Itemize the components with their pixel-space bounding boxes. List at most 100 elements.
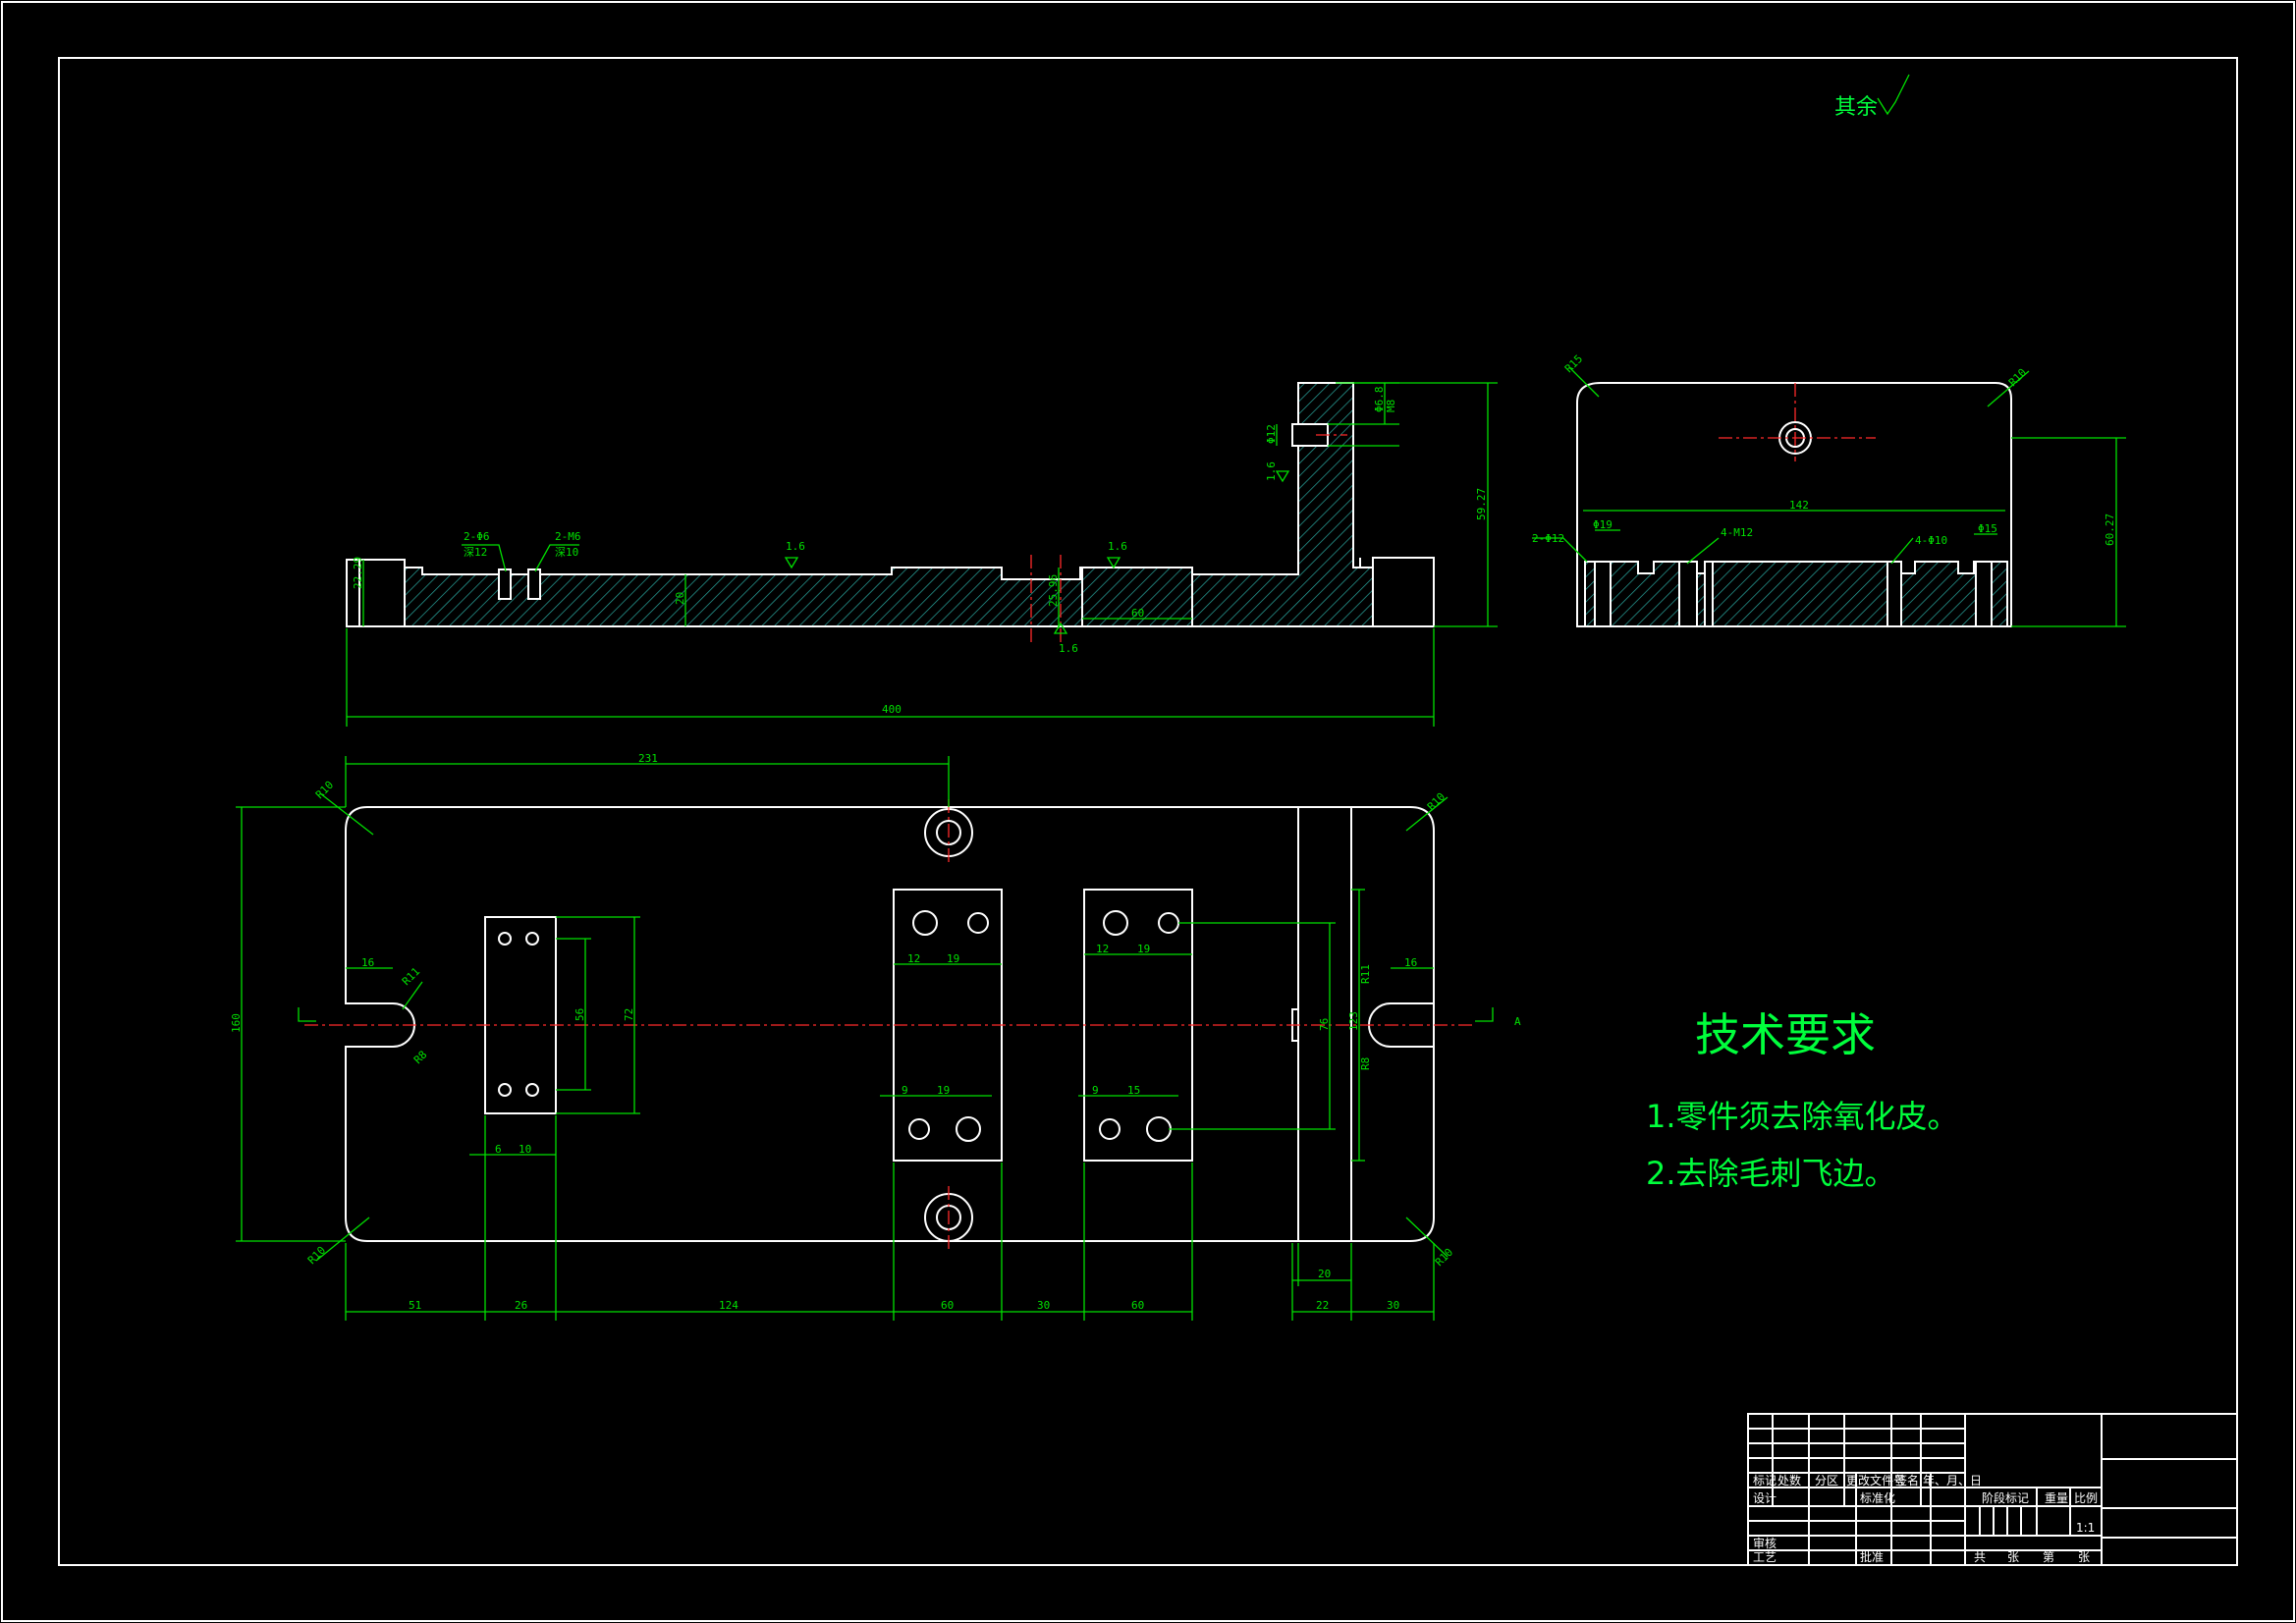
top-plate-outline [345, 806, 1435, 1242]
side-r-left: R15 [1562, 352, 1585, 375]
slot-r: R11 [400, 965, 422, 988]
side-view: 142 60.27 R15 R10 2-Φ12 Φ19 4-M12 4-Φ10 … [1532, 352, 2126, 627]
side-hole-c [1704, 561, 1714, 627]
r-tl: R10 [313, 779, 336, 801]
roughness-mark-a [784, 557, 799, 569]
pad-hole-x: 6 [495, 1143, 502, 1156]
side-hole-a [1594, 561, 1612, 627]
title-block: 标记 处数 分区 更改文件号 签名 年、月、日 设计 标准化 审核 工艺 批准 … [1747, 1413, 2238, 1566]
roughness-a: 1.6 [786, 540, 805, 553]
dim-groove: 25.96 [1047, 574, 1060, 607]
roughness-mark-d [1275, 470, 1290, 483]
bottom-7: 20 [1318, 1268, 1331, 1280]
roughness-mark-b [1106, 557, 1121, 569]
slot-right-r2: R8 [1359, 1057, 1372, 1070]
tb-label-zone: 分区 [1815, 1474, 1838, 1488]
bottom-1: 51 [409, 1299, 421, 1312]
side-width: 142 [1789, 499, 1809, 512]
pad-h2: 72 [623, 1008, 635, 1021]
requirements: 技术要求 1.零件须去除氧化皮。 2.去除毛刺飞边。 [1646, 1008, 1959, 1192]
blk-a-x2: 9 [902, 1084, 908, 1097]
tb-label-weight: 重量 [2045, 1491, 2068, 1505]
tb-sheet-unit: 张 [2007, 1550, 2019, 1564]
r-br: R10 [1433, 1246, 1455, 1269]
tb-label-date: 年、月、日 [1923, 1474, 1982, 1488]
side-hole-d [1886, 561, 1902, 627]
leader-slot-r [402, 981, 423, 1010]
tb-label-count: 处数 [1777, 1473, 1801, 1488]
section-marker-left [298, 1007, 316, 1022]
tb-label-process: 工艺 [1753, 1550, 1777, 1564]
hole-a-label: 2-Φ6 [464, 530, 490, 543]
side-right-holes: 4-Φ10 [1915, 534, 1947, 547]
r-tr: R10 [1425, 790, 1448, 813]
side-hole-b [1678, 561, 1698, 627]
slot-left: 16 [361, 956, 374, 969]
blk-a-dx2: 19 [937, 1084, 950, 1097]
side-mid-holes: 4-M12 [1721, 526, 1753, 539]
dim-width: 160 [230, 1013, 243, 1033]
bottom-4: 60 [941, 1299, 954, 1312]
tb-sheet-unit2: 张 [2078, 1550, 2090, 1564]
front-hole-b [527, 568, 541, 600]
bottom-5: 30 [1037, 1299, 1050, 1312]
pad-h: 56 [574, 1008, 586, 1021]
dim-height: 59.27 [1475, 488, 1488, 520]
pad-hole-1 [498, 932, 512, 946]
drawing-frame [58, 57, 2238, 1566]
side-r-right: R10 [2006, 366, 2029, 389]
dim-to-hole: 231 [638, 752, 658, 765]
leader-hole-b [534, 544, 579, 572]
tb-label-approve: 批准 [1860, 1549, 1884, 1564]
block-b-hole-2 [1158, 912, 1179, 934]
leader-r-left [1568, 366, 1600, 398]
side-left-holes: 2-Φ12 [1532, 532, 1564, 545]
block-b-hole-3 [1099, 1118, 1121, 1140]
bottom-3: 124 [719, 1299, 738, 1312]
bottom-8: 22 [1316, 1299, 1329, 1312]
requirement-1: 1.零件须去除氧化皮。 [1646, 1098, 1959, 1135]
blk-b-x: 12 [1096, 943, 1109, 955]
leader-hole-a [462, 544, 507, 572]
slot-right: 16 [1404, 956, 1417, 969]
block-a-hole-3 [908, 1118, 930, 1140]
dim-left-step: 22.29 [352, 557, 364, 589]
r-bl: R10 [305, 1244, 328, 1267]
upright-c: M8 [1385, 400, 1397, 412]
leader-r-right [1987, 370, 2030, 407]
block-a-hole-4 [956, 1116, 981, 1142]
side-section [1584, 561, 2008, 627]
leader-right-holes [1890, 537, 1914, 565]
blk-a-x: 12 [907, 952, 920, 965]
slot-r2: R8 [411, 1049, 430, 1067]
roughness-symbol [1877, 74, 1910, 116]
front-groove-block [1081, 567, 1193, 627]
blk-b-x2: 9 [1092, 1084, 1099, 1097]
title-block-frame [1747, 1413, 2238, 1566]
requirements-title: 技术要求 [1695, 1008, 1876, 1061]
side-height: 60.27 [2104, 514, 2116, 546]
hole-a-sub: 深12 [464, 546, 487, 559]
dim-overall-length: 400 [882, 703, 902, 716]
pad-hole-dx: 10 [519, 1143, 531, 1156]
roughness-d: 1.6 [1265, 461, 1278, 481]
slot-right-r: R11 [1359, 964, 1372, 984]
front-left-end [346, 559, 406, 627]
hole-b-sub: 深10 [555, 546, 578, 559]
leader-r-bl [315, 1217, 370, 1262]
requirement-2: 2.去除毛刺飞边。 [1646, 1155, 1896, 1192]
front-body [404, 382, 1374, 627]
pad-hole-3 [498, 1083, 512, 1097]
tb-label-standard: 标准化 [1860, 1491, 1895, 1505]
tb-left-grid [1748, 1414, 1965, 1565]
block-b-hole-4 [1146, 1116, 1172, 1142]
dim-body-thickness: 20 [674, 592, 686, 605]
section-label: A [1514, 1015, 1521, 1028]
bottom-9: 30 [1387, 1299, 1399, 1312]
upright-a: Φ12 [1265, 424, 1278, 444]
side-left-spacing: Φ19 [1593, 518, 1613, 531]
pad-hole-2 [525, 932, 539, 946]
side-right-spacing: Φ15 [1978, 522, 1997, 535]
bottom-2: 26 [515, 1299, 527, 1312]
